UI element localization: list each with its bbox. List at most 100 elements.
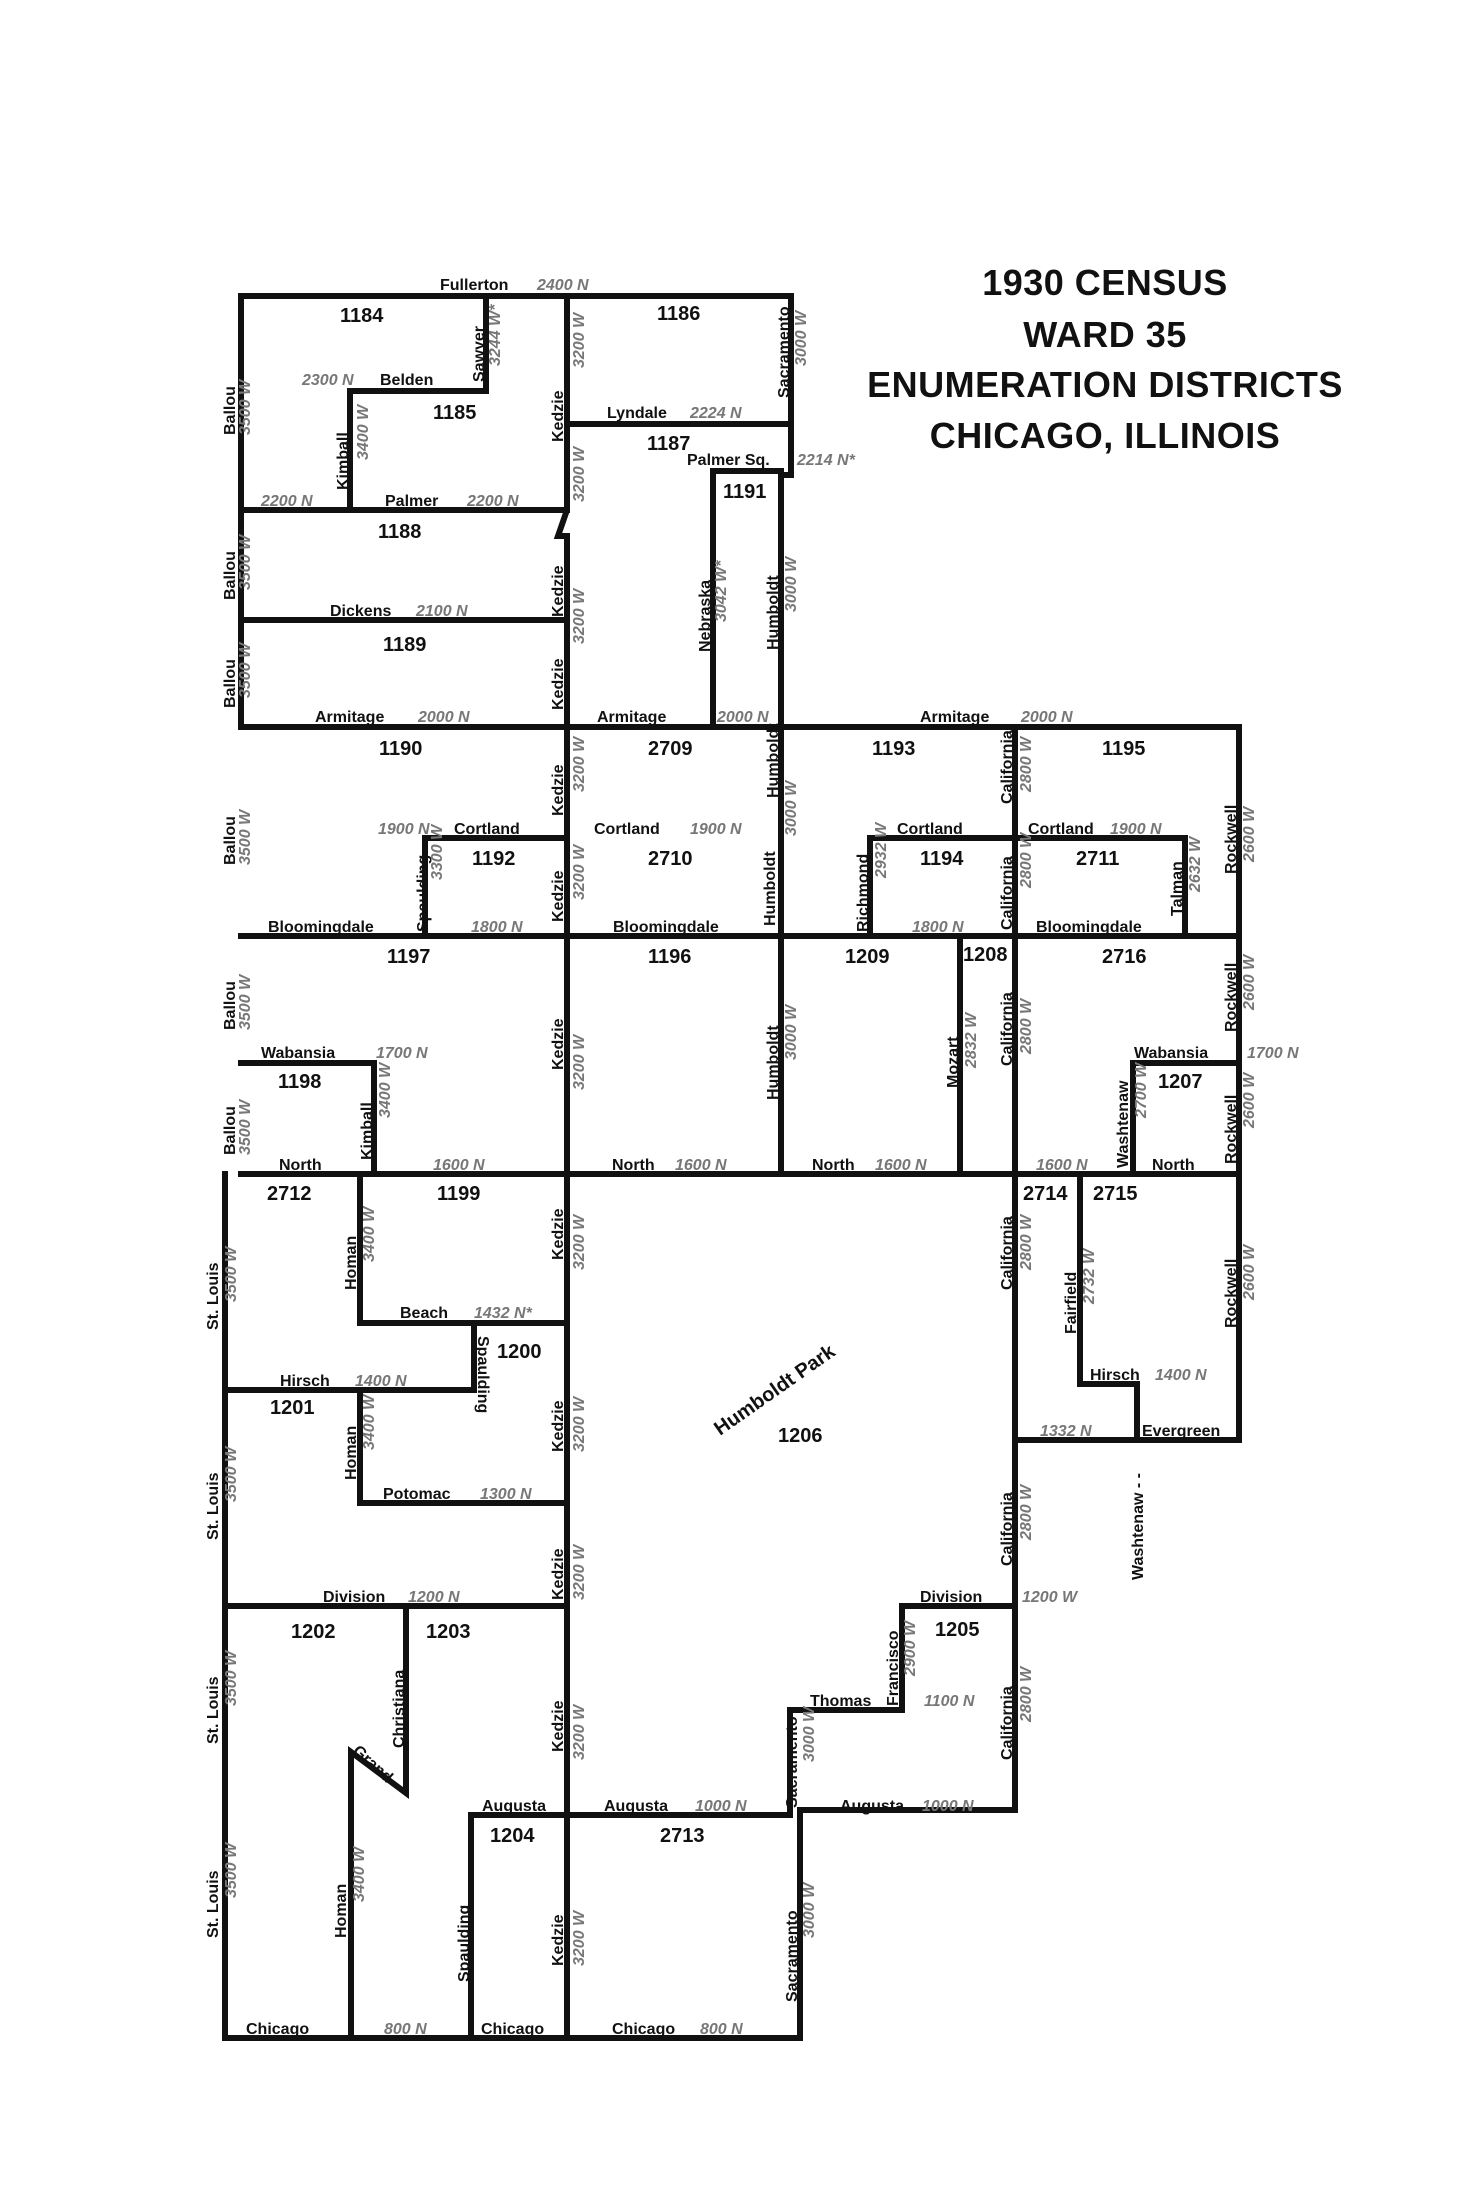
street-label: North bbox=[612, 1157, 655, 1174]
boundary-hirsch-spaulding bbox=[222, 1320, 477, 1393]
address-label: 2300 N bbox=[301, 372, 354, 389]
address-label: 1800 N bbox=[912, 919, 964, 936]
street-label: Talman bbox=[1169, 861, 1186, 916]
street-label: Chicago bbox=[481, 2021, 544, 2038]
address-label: 3000 W bbox=[783, 779, 800, 836]
address-label: 1700 N bbox=[376, 1045, 428, 1062]
district-label: 1202 bbox=[291, 1621, 336, 1643]
street-label: Humboldt bbox=[765, 575, 782, 650]
street-label: Richmond bbox=[855, 854, 872, 932]
address-label: 1800 N bbox=[471, 919, 523, 936]
address-label: 3000 W bbox=[783, 555, 800, 612]
street-label: Hirsch bbox=[1090, 1367, 1140, 1384]
street-label: Nebraska bbox=[697, 580, 714, 652]
address-label: 3000 W bbox=[783, 1003, 800, 1060]
street-label: Fairfield bbox=[1063, 1272, 1080, 1334]
street-label: Bloomingdale bbox=[1036, 919, 1142, 936]
boundary-homan-beach bbox=[357, 1171, 570, 1326]
address-label: 3500 W bbox=[223, 1245, 240, 1302]
street-label: Dickens bbox=[330, 603, 391, 620]
address-label: 3200 W bbox=[571, 311, 588, 368]
street-label: North bbox=[812, 1157, 855, 1174]
street-label: California bbox=[999, 1686, 1016, 1760]
address-label: 2000 N bbox=[417, 709, 470, 726]
street-label: Kedzie bbox=[550, 390, 567, 442]
street-label: Bloomingdale bbox=[268, 919, 374, 936]
address-label: 3042 W* bbox=[713, 560, 730, 622]
street-label: Division bbox=[920, 1589, 982, 1606]
district-label: 1188 bbox=[378, 521, 421, 543]
district-label: 1193 bbox=[872, 738, 915, 760]
street-label: Ballou bbox=[222, 551, 239, 600]
address-label: 3244 W* bbox=[487, 304, 504, 366]
district-label: 1191 bbox=[723, 481, 766, 503]
address-label: 3200 W bbox=[571, 587, 588, 644]
address-label: 2800 W bbox=[1018, 1483, 1035, 1541]
address-label: 3200 W bbox=[571, 1395, 588, 1452]
address-label: 2800 W bbox=[1018, 1665, 1035, 1723]
boundary-armitage bbox=[238, 724, 1242, 1177]
street-label: Bloomingdale bbox=[613, 919, 719, 936]
street-label: Francisco bbox=[885, 1630, 902, 1706]
address-label: 800 N bbox=[700, 2021, 743, 2038]
street-label: Augusta bbox=[840, 1798, 904, 1815]
street-label: Rockwell bbox=[1223, 1259, 1240, 1328]
street-label: Homan bbox=[333, 1884, 350, 1938]
street-label: Washtenaw bbox=[1115, 1080, 1132, 1168]
street-label: St. Louis bbox=[205, 1870, 222, 1938]
street-label: North bbox=[1152, 1157, 1195, 1174]
address-label: 3500 W bbox=[223, 1649, 240, 1706]
street-label: Kedzie bbox=[550, 1548, 567, 1600]
address-label: 3000 W bbox=[801, 1705, 818, 1762]
address-label: 3200 W bbox=[571, 1033, 588, 1090]
street-label: Fullerton bbox=[440, 277, 508, 294]
district-label: 1203 bbox=[426, 1621, 471, 1643]
address-label: 1000 N bbox=[922, 1798, 974, 1815]
street-label: Humboldt bbox=[765, 1025, 782, 1100]
street-label: California bbox=[999, 856, 1016, 930]
street-label: Washtenaw - - bbox=[1130, 1473, 1147, 1580]
district-label: 2714 bbox=[1023, 1183, 1068, 1205]
address-label: 2800 W bbox=[1018, 997, 1035, 1055]
street-label: Chicago bbox=[246, 2021, 309, 2038]
district-label: 1201 bbox=[270, 1397, 315, 1419]
street-label: Ballou bbox=[222, 659, 239, 708]
district-label: 2711 bbox=[1076, 848, 1119, 870]
boundary-washtenaw-north bbox=[1130, 1060, 1242, 1177]
street-label: Homan bbox=[343, 1236, 360, 1290]
street-label: Armitage bbox=[597, 709, 666, 726]
street-label: Belden bbox=[380, 372, 433, 389]
street-label: Division bbox=[323, 1589, 385, 1606]
street-label: Cortland bbox=[1028, 821, 1094, 838]
street-label: Rockwell bbox=[1223, 805, 1240, 874]
address-label: 3500 W bbox=[237, 641, 254, 698]
street-label: Grand bbox=[349, 1742, 395, 1786]
address-label: 2600 W bbox=[1241, 805, 1258, 863]
address-label: 1600 N bbox=[675, 1157, 727, 1174]
street-label: Spaulding bbox=[415, 855, 432, 932]
street-label: Cortland bbox=[454, 821, 520, 838]
street-label: California bbox=[999, 1492, 1016, 1566]
district-label: 1184 bbox=[340, 305, 384, 327]
address-label: 2100 N bbox=[415, 603, 468, 620]
district-label: 1192 bbox=[472, 848, 515, 870]
street-label: Kimball bbox=[359, 1102, 376, 1160]
street-label: Ballou bbox=[222, 816, 239, 865]
address-label: 2632 W bbox=[1187, 835, 1204, 893]
street-label: Humboldt bbox=[762, 851, 779, 926]
district-label: 1207 bbox=[1158, 1071, 1203, 1093]
address-label: 1900 N bbox=[378, 821, 430, 838]
street-label: Sacramento bbox=[776, 306, 793, 398]
district-label: 1199 bbox=[437, 1183, 480, 1205]
address-label: 1000 N bbox=[695, 1798, 747, 1815]
address-label: 3300 W bbox=[429, 823, 446, 880]
boundary-south-west bbox=[222, 1171, 1018, 2041]
street-label: Sacramento bbox=[784, 1716, 801, 1808]
street-label: California bbox=[999, 730, 1016, 804]
address-label: 3400 W bbox=[361, 1393, 378, 1450]
address-label: 2600 W bbox=[1241, 1071, 1258, 1129]
address-label: 2700 W bbox=[1133, 1061, 1150, 1119]
address-label: 2800 W bbox=[1018, 735, 1035, 793]
street-label: Kedzie bbox=[550, 565, 567, 617]
street-label: Mozart bbox=[945, 1036, 962, 1088]
